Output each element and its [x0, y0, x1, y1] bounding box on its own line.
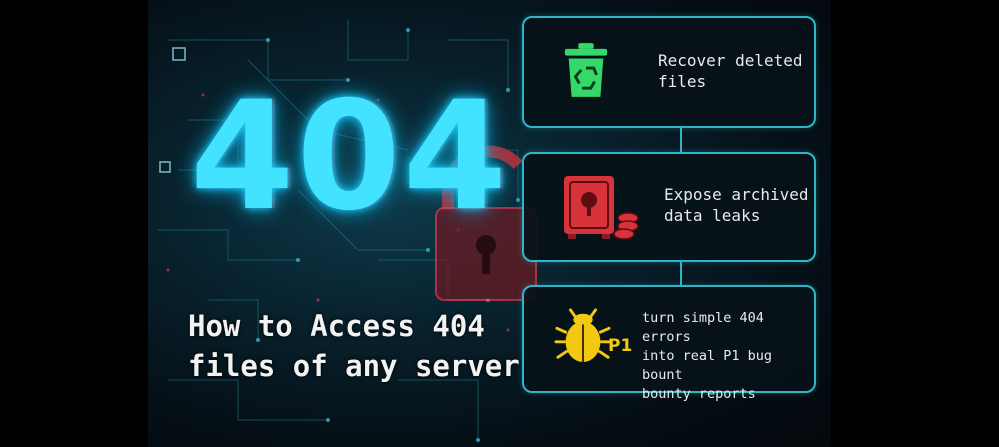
card-3-line-3: bounty reports [642, 386, 756, 402]
banner-panel: 404 How to Access 404 files of any serve… [148, 0, 831, 447]
padlock-icon [435, 145, 537, 301]
feature-card-archived: Expose archived data leaks [522, 152, 816, 262]
feature-card-recover: Recover deleted files [522, 16, 816, 128]
connector-line [680, 124, 682, 154]
feature-card-bug-bounty: P1 turn simple 404 errors into real P1 b… [522, 285, 816, 402]
bug-icon [554, 308, 612, 363]
circuit-background [158, 20, 537, 442]
card-3-line-2: into real P1 bug bount [642, 348, 773, 383]
headline-line-2: files of any server [188, 349, 520, 383]
error-code-404: 404 [190, 70, 510, 244]
headline-line-1: How to Access 404 [188, 309, 485, 343]
card-3-line-1: turn simple 404 errors [642, 310, 764, 345]
card-1-line-2: files [658, 72, 707, 91]
priority-badge: P1 [608, 336, 633, 356]
recycle-bin-icon [564, 43, 608, 97]
card-1-line-1: Recover deleted [658, 51, 803, 70]
card-2-line-1: Expose archived [664, 185, 809, 204]
headline: How to Access 404 files of any server [188, 306, 520, 386]
vault-icon [564, 176, 639, 240]
connector-line [680, 257, 682, 287]
card-2-line-2: data leaks [664, 206, 761, 225]
